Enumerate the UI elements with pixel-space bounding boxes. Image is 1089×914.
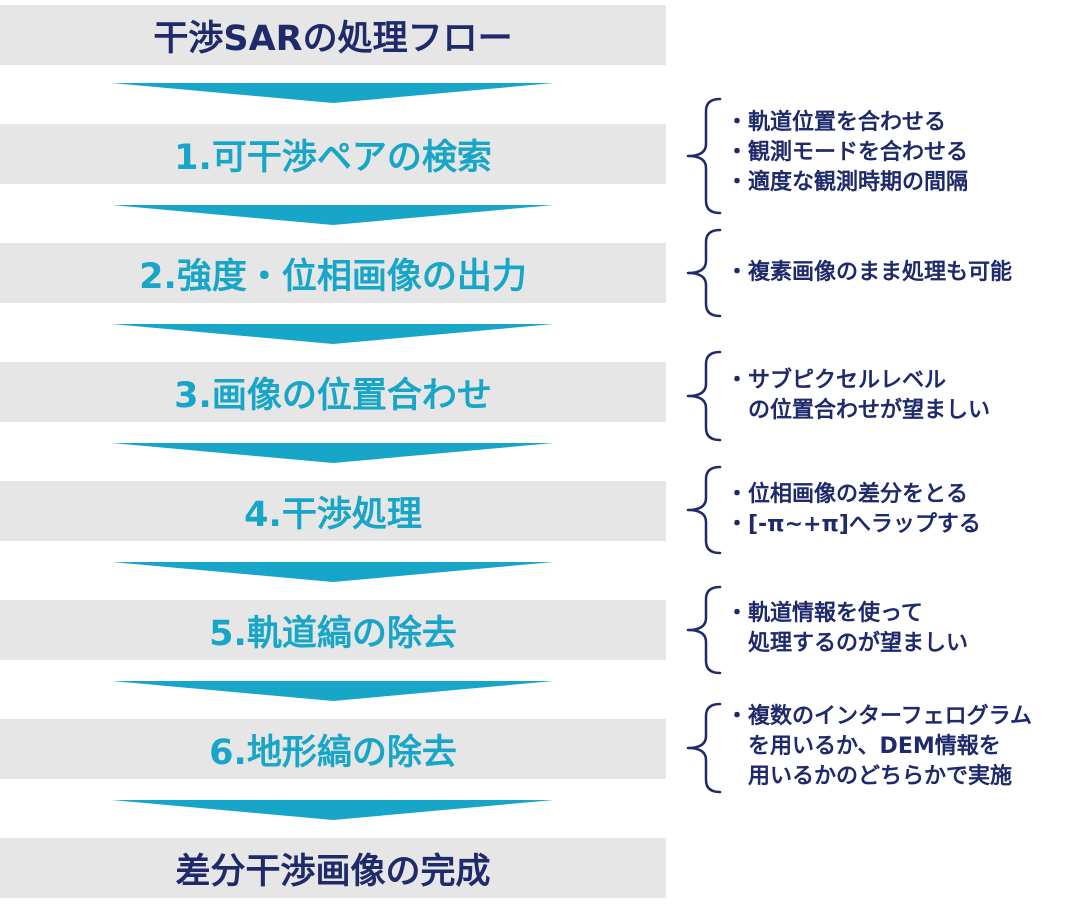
step-6-bar: 6.地形縞の除去 [0, 719, 666, 779]
note-line: ・[-π~+π]へラップする [726, 512, 981, 537]
brace-icon [686, 228, 722, 318]
note-line: ・位相画像の差分をとる [726, 482, 969, 507]
brace-icon [686, 97, 722, 215]
flow-arrow [112, 443, 554, 463]
note-line: の位置合わせが望ましい [748, 398, 991, 423]
note-line: ・軌道情報を使って [726, 601, 923, 626]
brace-icon [686, 585, 722, 675]
step-5-bar: 5.軌道縞の除去 [0, 600, 666, 660]
flow-result: 差分干渉画像の完成 [0, 838, 666, 898]
step-3-bar: 3.画像の位置合わせ [0, 362, 666, 422]
note-line: 処理するのが望ましい [748, 631, 969, 656]
note-3: ・サブピクセルレベル の位置合わせが望ましい [682, 350, 1089, 442]
brace-icon [686, 350, 722, 442]
step-2-bar: 2.強度・位相画像の出力 [0, 243, 666, 303]
note-line: ・観測モードを合わせる [726, 140, 969, 165]
note-2: ・複素画像のまま処理も可能 [682, 228, 1089, 318]
note-1: ・軌道位置を合わせる ・観測モードを合わせる ・適度な観測時期の間隔 [682, 97, 1089, 215]
flow-arrow [112, 681, 554, 701]
note-line: ・複素画像のまま処理も可能 [726, 260, 1013, 285]
note-line: 用いるかのどちらかで実施 [748, 764, 1013, 789]
step-1-bar: 1.可干渉ペアの検索 [0, 124, 666, 184]
step-4-bar: 4.干渉処理 [0, 481, 666, 541]
flow-arrow [112, 205, 554, 225]
flow-arrow [112, 324, 554, 344]
flow-title: 干渉SARの処理フロー [0, 5, 666, 65]
note-line: ・軌道位置を合わせる [726, 110, 947, 135]
brace-icon [686, 702, 722, 794]
note-6: ・複数のインターフェログラム を用いるか、DEM情報を 用いるかのどちらかで実施 [682, 702, 1089, 794]
note-4: ・位相画像の差分をとる ・[-π~+π]へラップする [682, 465, 1089, 555]
note-line: ・複数のインターフェログラム [726, 704, 1033, 729]
note-line: ・サブピクセルレベル [726, 368, 947, 393]
note-line: を用いるか、DEM情報を [748, 734, 1001, 759]
note-line: ・適度な観測時期の間隔 [726, 170, 969, 195]
flow-arrow [112, 800, 554, 820]
note-5: ・軌道情報を使って 処理するのが望ましい [682, 585, 1089, 675]
flow-arrow [112, 83, 554, 103]
flow-arrow [112, 562, 554, 582]
brace-icon [686, 465, 722, 555]
